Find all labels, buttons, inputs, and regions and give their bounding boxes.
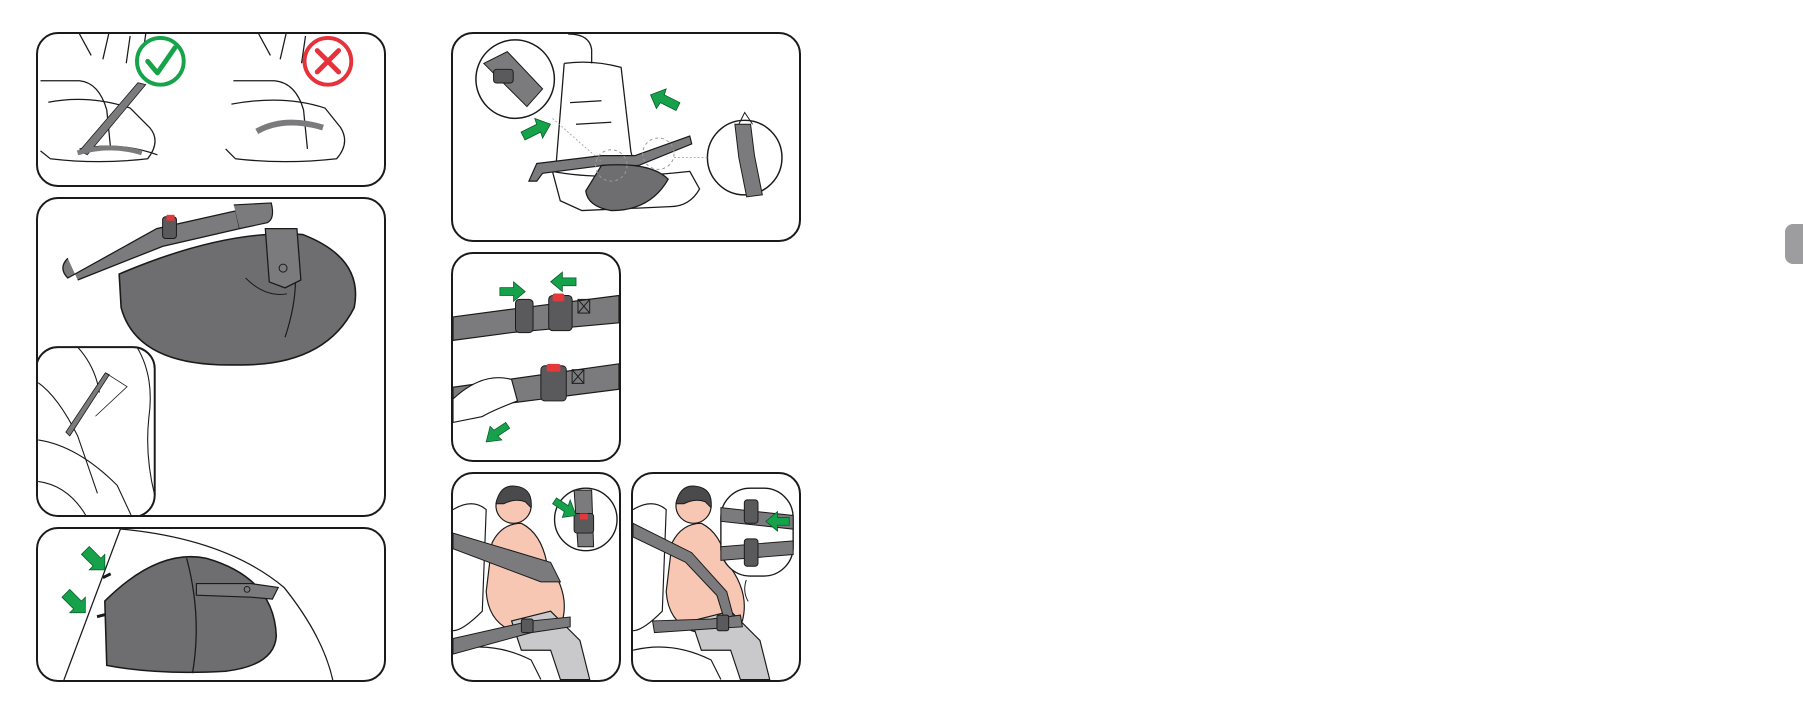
guide-belt-illustration [633,485,794,680]
side-tab [1785,224,1803,264]
green-arrow-icon [650,88,681,112]
seat-placement-illustration [61,529,334,680]
buckle-release-button [552,293,565,302]
buckle-release-button [579,513,588,520]
panel-buckle-strap [451,252,621,462]
panel-fasten-lap-belt [451,472,621,682]
panel-correct-incorrect [36,32,386,187]
panel-place-on-seat [36,527,386,682]
buckle-release-button [166,214,175,221]
product-illustration [38,202,357,515]
green-arrow-icon [499,280,526,303]
check-circle-icon [135,35,186,87]
panel-guide-belt-under-clip [631,472,801,682]
green-arrow-icon [520,117,552,141]
seat-attachment-illustration [475,34,783,212]
green-arrow-icon [485,421,511,443]
green-arrow-icon [765,510,790,532]
green-arrow-icon [550,271,577,293]
green-arrow-icon [552,497,577,518]
panel-product-overview [36,197,386,517]
green-arrow-icon [61,588,86,614]
panel-attach-to-seat [451,32,801,242]
buckle-release-button [546,363,561,372]
hand-illustration [453,377,519,424]
seat-comparison-illustration [40,34,354,163]
buckle-illustration [453,271,619,443]
cross-circle-icon [302,35,354,87]
green-arrow-icon [80,545,106,571]
fasten-belt-illustration [453,485,618,680]
